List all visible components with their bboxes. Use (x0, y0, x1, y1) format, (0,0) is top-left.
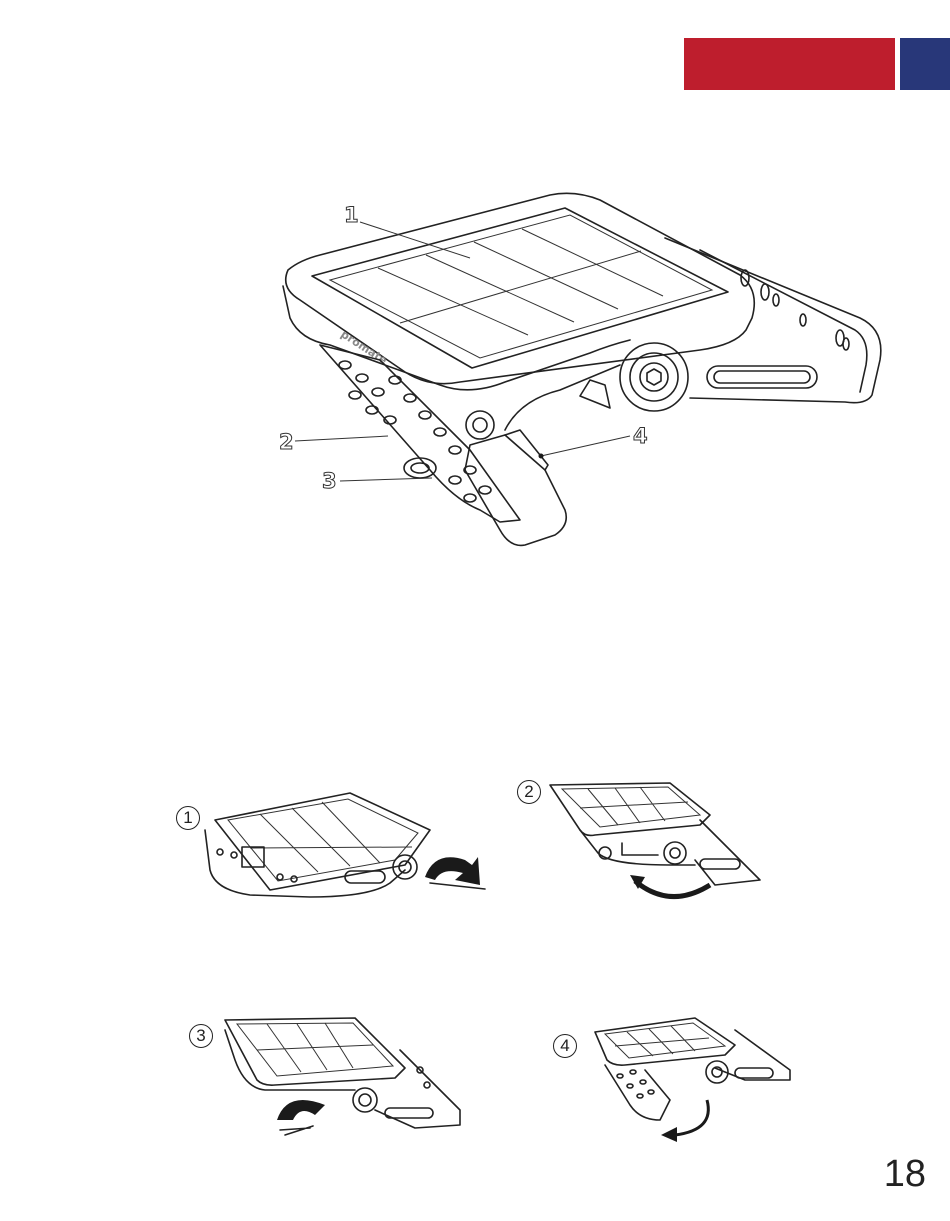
step-2-number: 2 (517, 780, 541, 804)
step-3-illustration (215, 1010, 475, 1150)
callout-3: 3 (322, 469, 337, 493)
step-1-illustration (190, 785, 510, 915)
solar-light-diagram: promate (0, 0, 950, 600)
page-number: 18 (884, 1153, 926, 1196)
step-2-illustration (540, 775, 780, 905)
callout-1: 1 (344, 203, 359, 227)
callout-2: 2 (279, 430, 294, 454)
step-4-illustration (585, 1010, 805, 1150)
callout-4: 4 (633, 424, 648, 448)
step-3-number: 3 (189, 1024, 213, 1048)
step-4-number: 4 (553, 1034, 577, 1058)
